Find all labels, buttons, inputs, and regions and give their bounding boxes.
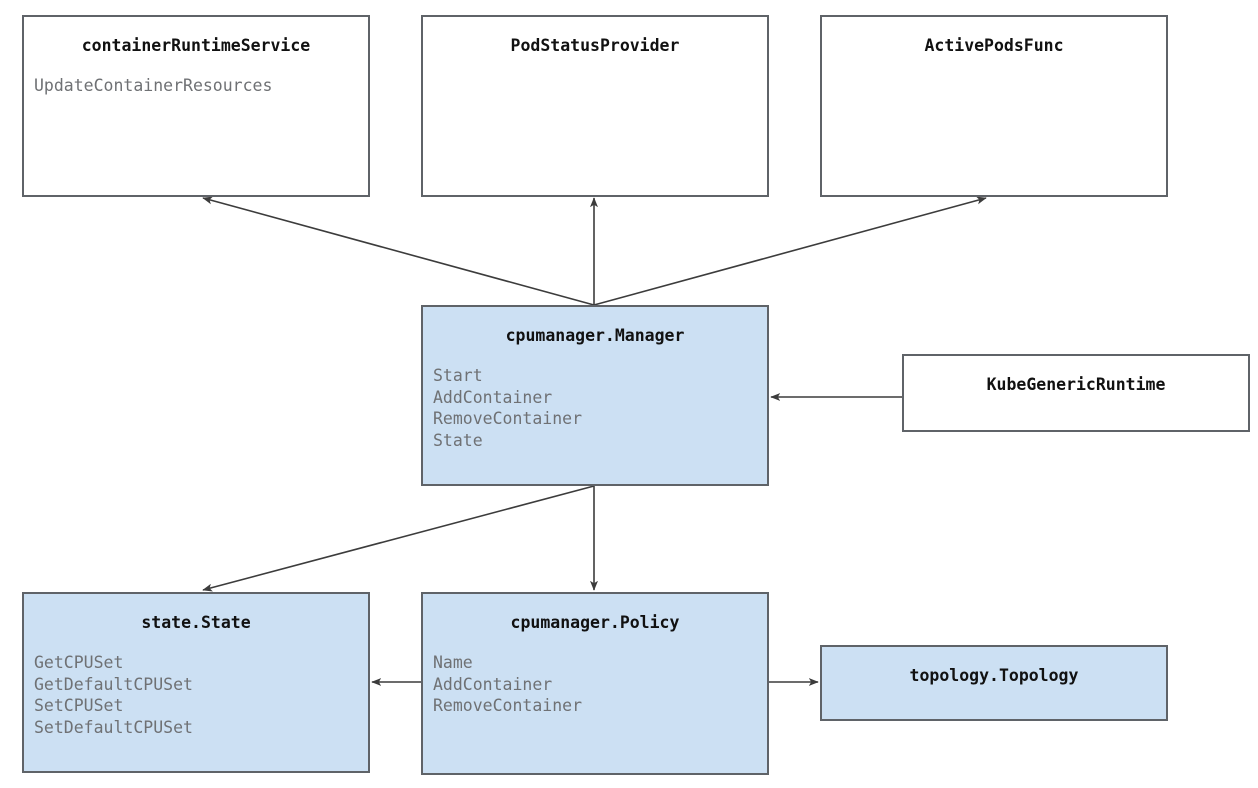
edge-manager-to-containerRuntimeService — [202, 196, 595, 306]
class-node-member: UpdateContainerResources — [34, 76, 273, 95]
class-node-members: UpdateContainerResources — [34, 75, 368, 97]
class-node-PodStatusProvider[interactable]: PodStatusProvider — [421, 15, 769, 197]
class-node-ActivePodsFunc[interactable]: ActivePodsFunc — [820, 15, 1168, 197]
class-node-title: topology.Topology — [909, 666, 1079, 685]
class-node-member: SetDefaultCPUSet — [34, 717, 193, 737]
class-node-KubeGenericRuntime[interactable]: KubeGenericRuntime — [902, 354, 1250, 432]
edge-manager-to-activePodsFunc — [593, 196, 987, 306]
class-node-title: containerRuntimeService — [81, 36, 311, 55]
class-node-member: GetDefaultCPUSet — [34, 674, 193, 694]
class-node-member: GetCPUSet — [34, 653, 124, 672]
class-node-member: RemoveContainer — [433, 409, 583, 428]
class-node-title: KubeGenericRuntime — [986, 375, 1166, 394]
class-node-title: cpumanager.Manager — [505, 326, 685, 345]
class-node-title: PodStatusProvider — [510, 36, 680, 55]
class-node-title: cpumanager.Policy — [510, 613, 680, 632]
class-node-title: ActivePodsFunc — [924, 36, 1064, 55]
edge-manager-to-stateState — [202, 485, 595, 592]
class-node-topologyTopology[interactable]: topology.Topology — [820, 645, 1168, 721]
class-node-member: AddContainer — [433, 387, 553, 407]
class-node-member: AddContainer — [433, 674, 553, 694]
class-node-member: RemoveContainer — [433, 696, 583, 715]
class-node-member: Start — [433, 366, 483, 385]
class-node-member: State — [433, 430, 483, 450]
class-node-member: Name — [433, 653, 473, 672]
class-node-member: SetCPUSet — [34, 696, 124, 715]
class-node-title: state.State — [141, 613, 251, 632]
